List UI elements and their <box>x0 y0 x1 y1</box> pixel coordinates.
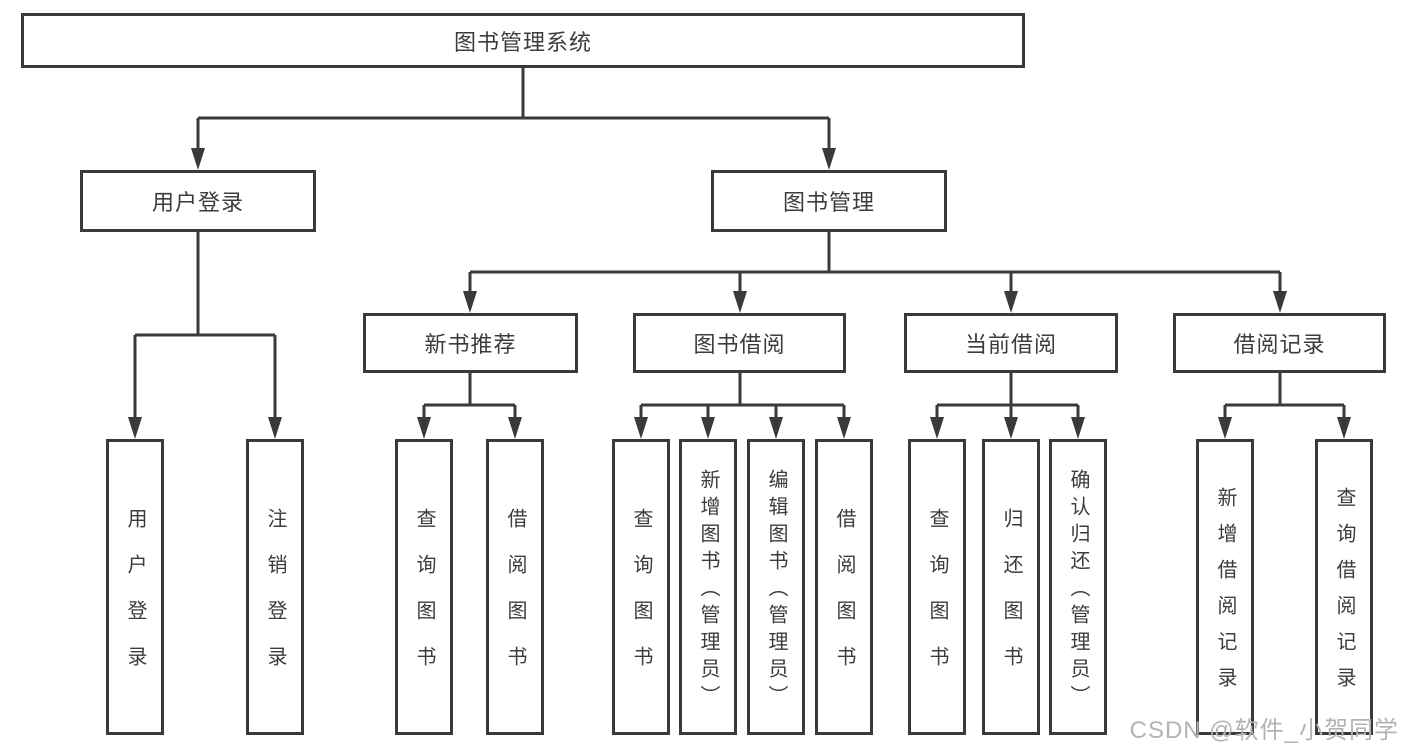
connector-book-borrowing-branch <box>634 373 851 439</box>
leaf-query-books-borrowing: 查询图书 <box>612 439 670 735</box>
node-label: 借阅图书 <box>504 508 526 692</box>
leaf-add-books-admin: 新增图书（管理员） <box>679 439 737 735</box>
leaf-return-books: 归还图书 <box>982 439 1040 735</box>
node-label: 查询图书 <box>413 508 435 692</box>
node-new-book-recommend: 新书推荐 <box>363 313 578 373</box>
node-label: 查询图书 <box>926 508 948 692</box>
node-label: 图书借阅 <box>693 332 786 357</box>
leaf-borrow-books-recommend: 借阅图书 <box>486 439 544 735</box>
connector-borrow-records-branch <box>1218 373 1351 439</box>
node-book-borrowing: 图书借阅 <box>633 313 846 373</box>
node-label: 当前借阅 <box>964 332 1057 357</box>
node-label: 用户登录 <box>151 190 244 215</box>
connector-root-to-level2 <box>191 68 836 170</box>
node-label: 查询借阅记录 <box>1333 487 1355 703</box>
leaf-confirm-return-admin: 确认归还（管理员） <box>1049 439 1107 735</box>
node-label: 用户登录 <box>124 508 146 692</box>
connector-new-book-recommend-branch <box>417 373 522 439</box>
leaf-edit-books-admin: 编辑图书（管理员） <box>747 439 805 735</box>
node-label: 借阅记录 <box>1233 332 1326 357</box>
leaf-add-borrow-record: 新增借阅记录 <box>1196 439 1254 735</box>
node-current-borrowing: 当前借阅 <box>904 313 1118 373</box>
leaf-user-login: 用户登录 <box>106 439 164 735</box>
leaf-query-books-current: 查询图书 <box>908 439 966 735</box>
node-library-management-system: 图书管理系统 <box>21 13 1025 68</box>
node-label: 确认归还（管理员） <box>1067 469 1089 712</box>
leaf-borrow-books: 借阅图书 <box>815 439 873 735</box>
node-label: 图书管理系统 <box>453 29 592 55</box>
node-label: 图书管理 <box>782 190 875 215</box>
node-borrow-records: 借阅记录 <box>1173 313 1386 373</box>
node-label: 新增图书（管理员） <box>697 469 719 712</box>
connector-current-borrowing-branch <box>930 373 1085 439</box>
leaf-logout: 注销登录 <box>246 439 304 735</box>
node-label: 注销登录 <box>264 508 286 692</box>
node-label: 编辑图书（管理员） <box>765 469 787 712</box>
csdn-watermark: CSDN @软件_小贺同学 <box>1129 717 1399 744</box>
node-label: 新书推荐 <box>424 332 517 357</box>
node-label: 归还图书 <box>1000 508 1022 692</box>
leaf-query-borrow-record: 查询借阅记录 <box>1315 439 1373 735</box>
node-label: 查询图书 <box>630 508 652 692</box>
connector-book-management-branch <box>463 232 1287 313</box>
node-user-login: 用户登录 <box>80 170 316 232</box>
node-label: 借阅图书 <box>833 508 855 692</box>
connector-user-login-branch <box>128 232 282 439</box>
node-label: 新增借阅记录 <box>1214 487 1236 703</box>
node-book-management: 图书管理 <box>711 170 947 232</box>
leaf-query-books-recommend: 查询图书 <box>395 439 453 735</box>
